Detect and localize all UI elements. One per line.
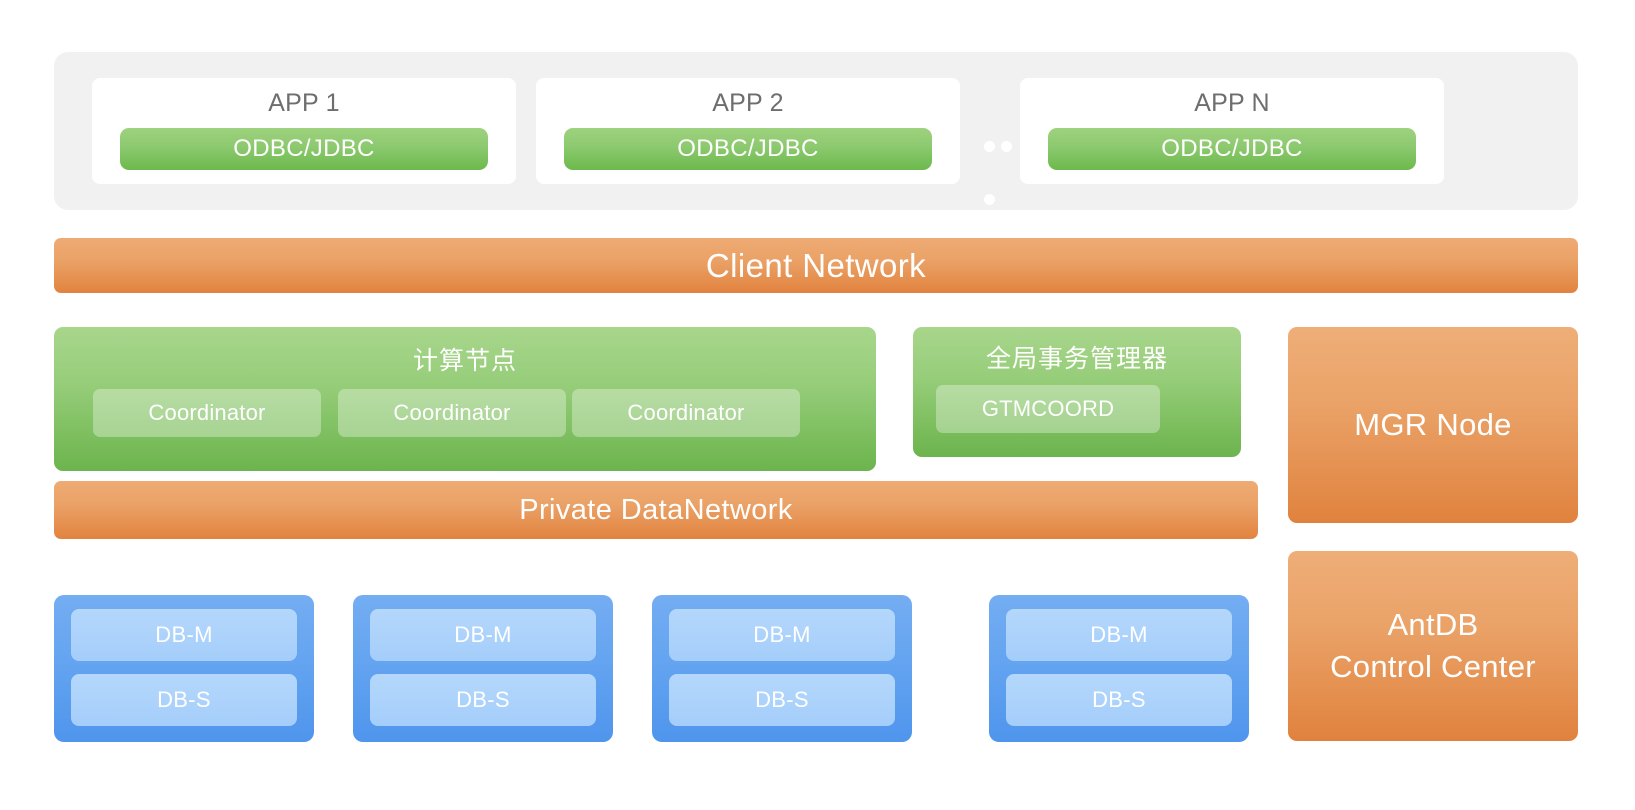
control-center-line-1: AntDB — [1387, 607, 1479, 642]
db-group-2: DB-M DB-S — [353, 595, 613, 742]
odbc-jdbc-connector[interactable]: ODBC/JDBC — [1048, 128, 1416, 170]
db-group-4: DB-M DB-S — [989, 595, 1249, 742]
app-card-n[interactable]: APP N ODBC/JDBC — [1020, 78, 1444, 184]
odbc-jdbc-connector[interactable]: ODBC/JDBC — [120, 128, 488, 170]
db-master-chip[interactable]: DB-M — [71, 609, 297, 661]
coordinator-chip-1[interactable]: Coordinator — [93, 389, 321, 437]
db-slave-chip[interactable]: DB-S — [370, 674, 596, 726]
odbc-jdbc-connector[interactable]: ODBC/JDBC — [564, 128, 932, 170]
db-master-chip[interactable]: DB-M — [370, 609, 596, 661]
control-center-label: AntDB Control Center — [1330, 604, 1536, 688]
antdb-control-center-box[interactable]: AntDB Control Center — [1288, 551, 1578, 741]
ellipsis-dot-icon — [984, 141, 995, 152]
gtmcoord-chip[interactable]: GTMCOORD — [936, 385, 1160, 433]
db-group-1: DB-M DB-S — [54, 595, 314, 742]
db-slave-chip[interactable]: DB-S — [669, 674, 895, 726]
db-master-chip[interactable]: DB-M — [669, 609, 895, 661]
compute-node-title: 计算节点 — [412, 347, 517, 375]
app-card-2[interactable]: APP 2 ODBC/JDBC — [536, 78, 960, 184]
compute-node-group: 计算节点 Coordinator Coordinator Coordinator — [54, 327, 876, 471]
app-card-1[interactable]: APP 1 ODBC/JDBC — [92, 78, 516, 184]
client-network-bar: Client Network — [54, 238, 1578, 293]
control-center-line-2: Control Center — [1330, 649, 1536, 684]
db-slave-chip[interactable]: DB-S — [1006, 674, 1232, 726]
app-title: APP 1 — [268, 89, 340, 117]
gtm-title: 全局事务管理器 — [985, 345, 1168, 373]
db-slave-chip[interactable]: DB-S — [71, 674, 297, 726]
mgr-node-box[interactable]: MGR Node — [1288, 327, 1578, 523]
app-title: APP 2 — [712, 89, 784, 117]
coordinator-chip-2[interactable]: Coordinator — [338, 389, 566, 437]
db-group-3: DB-M DB-S — [652, 595, 912, 742]
db-master-chip[interactable]: DB-M — [1006, 609, 1232, 661]
coordinator-chip-3[interactable]: Coordinator — [572, 389, 800, 437]
private-datanetwork-bar: Private DataNetwork — [54, 481, 1258, 539]
global-transaction-manager-group: 全局事务管理器 GTMCOORD — [913, 327, 1241, 457]
ellipsis-dot-icon — [984, 194, 995, 205]
ellipsis-dot-icon — [1001, 141, 1012, 152]
application-band: APP 1 ODBC/JDBC APP 2 ODBC/JDBC APP N OD… — [54, 52, 1578, 210]
app-title: APP N — [1194, 89, 1270, 117]
